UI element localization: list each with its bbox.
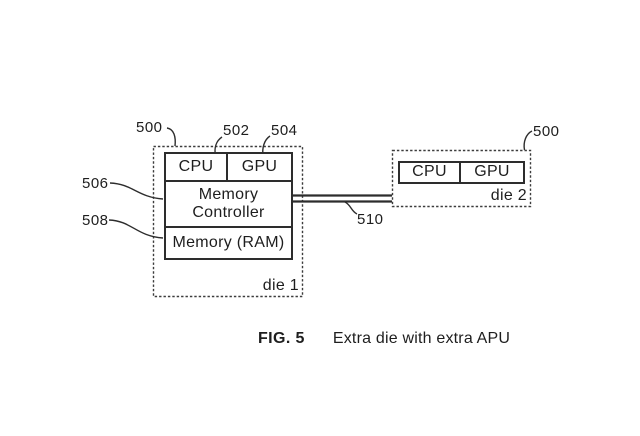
die2-cpu-gpu-row: CPU GPU	[400, 163, 523, 182]
die1-cpu-block: CPU	[166, 154, 228, 180]
ref-numeral-500-die2: 500	[533, 123, 560, 140]
die2-chip-block: CPU GPU	[398, 161, 525, 184]
die2-name-label: die 2	[490, 187, 527, 204]
die1-memory-controller-block: Memory Controller	[166, 182, 291, 228]
leader-510	[344, 201, 358, 215]
die1-cpu-label: CPU	[178, 157, 214, 175]
figure-caption: FIG. 5 Extra die with extra APU	[258, 330, 510, 348]
die2-gpu-label: GPU	[474, 163, 510, 181]
die1-memory-ram-label: Memory (RAM)	[172, 233, 285, 251]
ref-numeral-504-gpu: 504	[271, 122, 298, 139]
leader-508	[108, 219, 164, 239]
ref-numeral-506-memory-controller: 506	[82, 175, 109, 192]
die1-memory-ram-block: Memory (RAM)	[166, 228, 291, 258]
figure-number-label: FIG. 5	[258, 330, 305, 347]
die1-gpu-label: GPU	[241, 157, 278, 175]
die1-name-label: die 1	[262, 277, 299, 294]
ref-numeral-502-cpu: 502	[223, 122, 250, 139]
die1-memory-controller-label: Memory Controller	[192, 185, 265, 221]
die1-chip-block: CPU GPU Memory Controller Memory (RAM)	[164, 152, 293, 260]
figure-caption-text: Extra die with extra APU	[332, 330, 511, 347]
ref-numeral-500-die1: 500	[136, 119, 163, 136]
leader-500-die1	[166, 127, 176, 147]
die2-cpu-block: CPU	[400, 163, 461, 182]
ref-numeral-510-bus: 510	[357, 211, 384, 228]
die1-cpu-gpu-row: CPU GPU	[166, 154, 291, 182]
die2-gpu-block: GPU	[461, 163, 523, 182]
leader-506	[109, 182, 164, 200]
die2-cpu-label: CPU	[412, 163, 447, 181]
die1-gpu-block: GPU	[228, 154, 291, 180]
ref-numeral-508-memory-ram: 508	[82, 212, 109, 229]
leader-500-die2	[523, 130, 533, 151]
